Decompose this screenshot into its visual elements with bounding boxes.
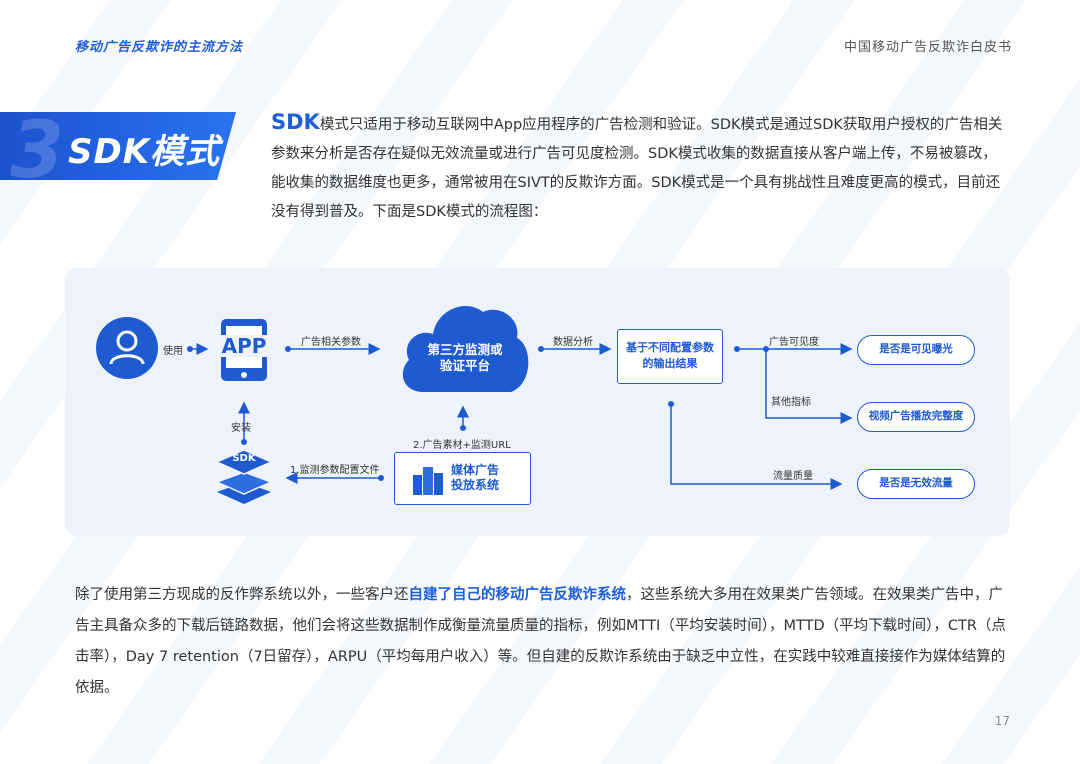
media-system-box: 媒体广告 投放系统 [394,452,531,505]
user-icon [96,317,158,379]
app-label: APP [214,335,274,357]
result-line-2: 的输出结果 [642,357,698,370]
intro-lead: SDK [271,110,320,134]
platform-line-2: 验证平台 [439,358,490,373]
platform-line-1: 第三方监测或 [427,342,503,357]
arrow-traffic-quality [670,404,843,490]
building-icon [413,467,443,495]
label-install: 安装 [231,423,251,434]
media-line-2: 投放系统 [451,478,500,492]
diagram-connectors [187,343,853,490]
media-label: 媒体广告 投放系统 [451,463,499,493]
label-ad-params: 广告相关参数 [301,337,361,348]
output-invalid-traffic: 是否是无效流量 [857,469,975,499]
para-part-1: 除了使用第三方现成的反作弊系统以外，一些客户还 [75,587,409,603]
cloud-icon [395,292,535,398]
sdk-label: SDK [232,453,256,464]
body-paragraph: 除了使用第三方现成的反作弊系统以外，一些客户还自建了自己的移动广告反欺诈系统，这… [75,580,1010,704]
arrow-other-metrics [765,349,853,424]
para-highlight: 自建了自己的移动广告反欺诈系统 [408,587,627,603]
label-creative-url: 2.广告素材+监测URL [413,440,511,451]
label-data-analysis: 数据分析 [553,337,593,348]
section-number: 3 [10,106,65,196]
label-branch-other: 其他指标 [771,397,811,408]
intro-paragraph: SDK模式只适用于移动互联网中App应用程序的广告检测和验证。SDK模式是通过S… [271,108,1011,227]
label-config-file: 1.监测参数配置文件 [290,465,380,476]
section-tag: 3 SDK模式 [0,112,236,180]
output-video-completion: 视频广告播放完整度 [857,402,975,432]
media-line-1: 媒体广告 [451,463,500,477]
document-title: 中国移动广告反欺诈白皮书 [843,40,1012,55]
para-part-2: ，这些系统大多用在效果类广告领域。在效果类广告中，广告主具备众多的下载后链路数据… [75,587,1006,696]
intro-text: 模式只适用于移动互联网中App应用程序的广告检测和验证。SDK模式是通过SDK获… [271,117,1003,220]
section-title: SDK模式 [68,132,221,172]
sdk-stack-icon [213,448,275,506]
result-line-1: 基于不同配置参数 [626,341,714,354]
label-use: 使用 [163,346,183,357]
label-branch-visibility: 广告可见度 [769,337,819,348]
result-box: 基于不同配置参数 的输出结果 [617,329,723,384]
page-number: 17 [994,714,1010,728]
section-header: 移动广告反欺诈的主流方法 [75,40,244,55]
sdk-flow-diagram: 使用 APP 广告相关参数 第三方监测或 验证平台 数据分析 基于不同配置参数 … [65,268,1010,536]
label-branch-traffic: 流量质量 [773,471,813,482]
output-visible-exposure: 是否是可见曝光 [857,335,975,365]
platform-label: 第三方监测或 验证平台 [395,342,535,374]
